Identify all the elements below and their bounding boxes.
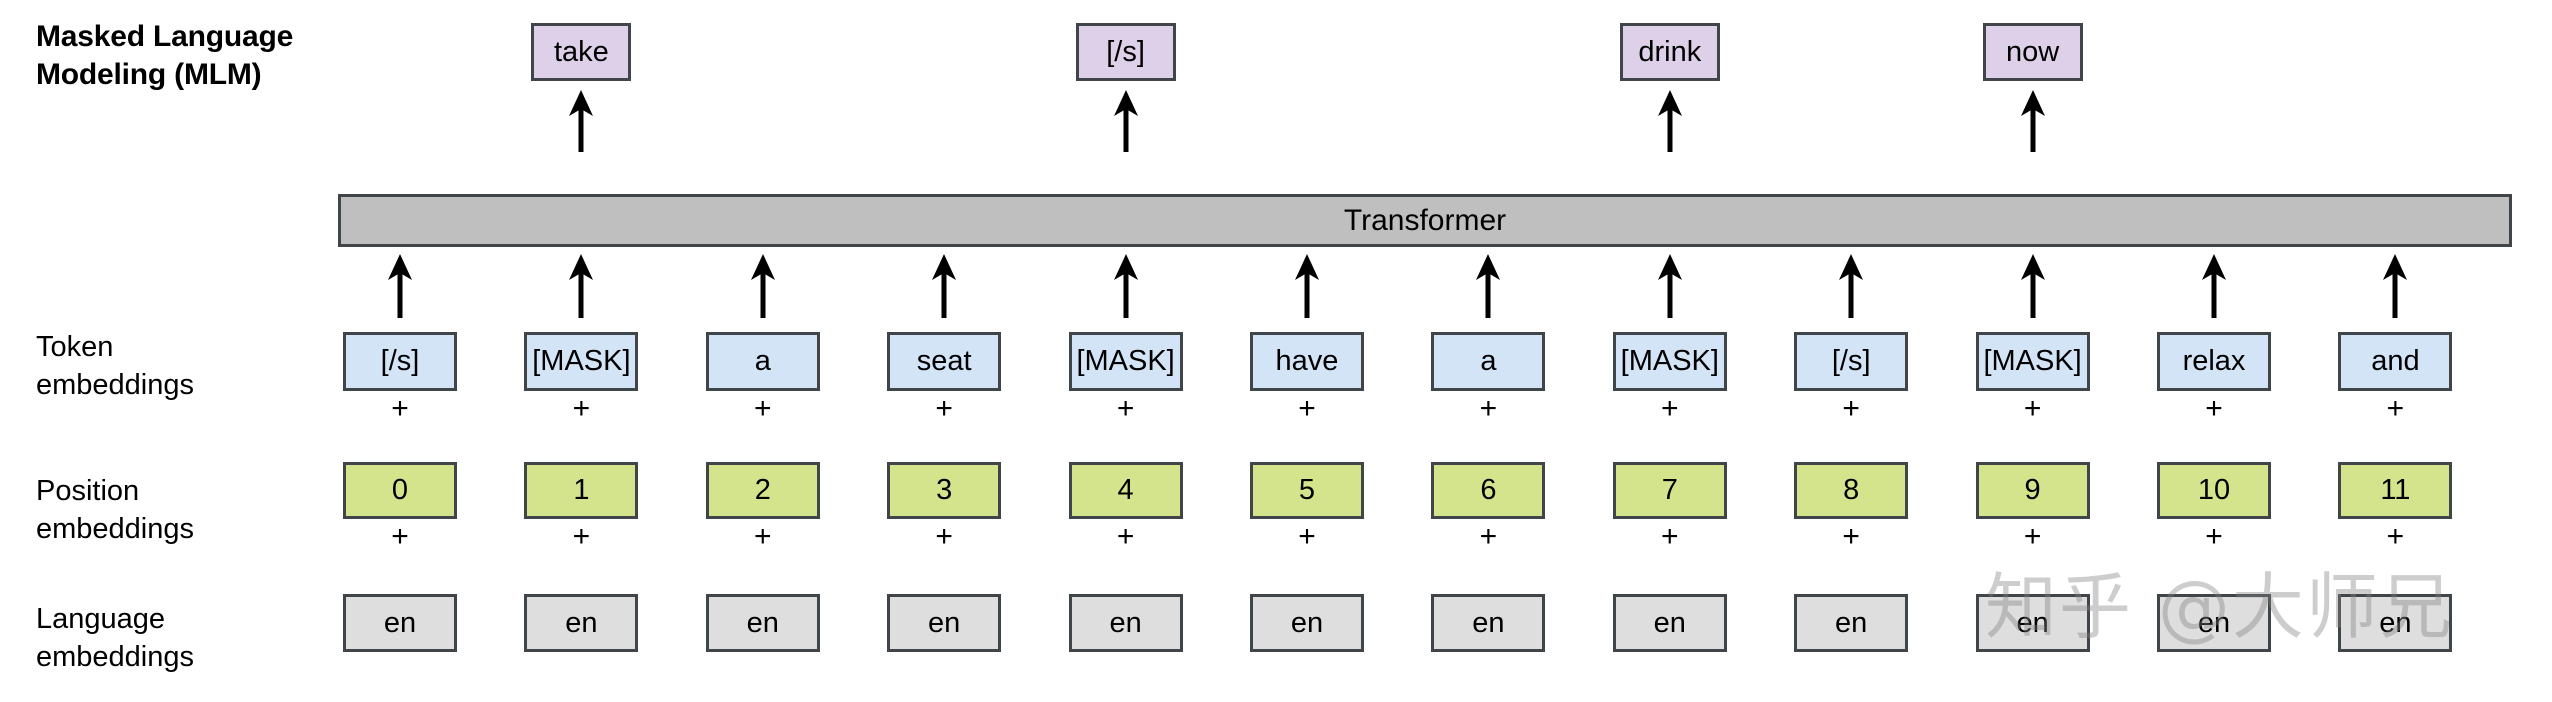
plus-position-language-9: + [2023, 520, 2042, 553]
position-embedding-box-2: 2 [705, 462, 820, 519]
token-embedding-box-3: seat [887, 332, 1002, 391]
plus-token-position-3: + [935, 392, 953, 425]
token-embedding-box-0: [/s] [343, 332, 457, 391]
output-box-1: take [531, 23, 632, 81]
token-embedding-box-9: [MASK] [1975, 332, 2090, 391]
row-label-token-embeddings: Token embeddings [36, 329, 336, 404]
row-label-position-line1: Position [36, 475, 140, 507]
plus-token-position-8: + [1842, 392, 1860, 425]
position-embedding-box-0: 0 [343, 462, 457, 519]
arrow-token-to-transformer-7 [1657, 254, 1683, 318]
position-embedding-box-10: 10 [2157, 462, 2271, 519]
plus-token-position-6: + [1479, 392, 1498, 425]
token-embedding-box-5: have [1250, 332, 1364, 391]
plus-token-position-4: + [1116, 392, 1135, 425]
plus-token-position-2: + [754, 392, 772, 425]
arrow-token-to-transformer-11 [2382, 254, 2408, 318]
arrow-transformer-to-output-7 [1657, 90, 1683, 152]
language-embedding-box-1: en [524, 594, 639, 652]
output-box-7: drink [1619, 23, 1720, 81]
token-embedding-box-4: [MASK] [1068, 332, 1183, 391]
arrow-transformer-to-output-9 [2020, 90, 2046, 152]
plus-token-position-9: + [2023, 392, 2042, 425]
row-label-language-line2: embeddings [36, 640, 194, 673]
plus-position-language-4: + [1116, 520, 1135, 553]
language-embedding-box-8: en [1794, 594, 1909, 652]
page-title: Masked Language Modeling (MLM) [36, 20, 294, 92]
row-label-position-embeddings: Position embeddings [36, 473, 336, 548]
arrow-token-to-transformer-6 [1475, 254, 1501, 318]
position-embedding-box-5: 5 [1250, 462, 1364, 519]
position-embedding-box-4: 4 [1068, 462, 1183, 519]
language-embedding-box-9: en [1975, 594, 2090, 652]
position-embedding-box-8: 8 [1794, 462, 1909, 519]
token-embedding-box-10: relax [2157, 332, 2271, 391]
arrow-transformer-to-output-4 [1113, 90, 1139, 152]
plus-position-language-11: + [2386, 520, 2405, 553]
token-embedding-box-7: [MASK] [1612, 332, 1727, 391]
plus-position-language-7: + [1661, 520, 1679, 553]
arrow-token-to-transformer-1 [568, 254, 594, 318]
output-box-9: now [1982, 23, 2083, 81]
arrow-token-to-transformer-5 [1294, 254, 1320, 318]
plus-token-position-1: + [572, 392, 591, 425]
plus-token-position-5: + [1298, 392, 1316, 425]
row-label-token-line2: embeddings [36, 368, 194, 401]
plus-position-language-6: + [1479, 520, 1498, 553]
position-embedding-box-3: 3 [887, 462, 1002, 519]
plus-position-language-3: + [935, 520, 953, 553]
plus-token-position-11: + [2386, 392, 2405, 425]
language-embedding-box-6: en [1431, 594, 1546, 652]
plus-position-language-2: + [754, 520, 772, 553]
language-embedding-box-2: en [705, 594, 820, 652]
arrow-token-to-transformer-3 [931, 254, 957, 318]
plus-position-language-5: + [1298, 520, 1316, 553]
arrow-token-to-transformer-8 [1838, 254, 1864, 318]
position-embedding-box-7: 7 [1612, 462, 1727, 519]
arrow-transformer-to-output-1 [568, 90, 594, 152]
row-label-token-line1: Token [36, 331, 114, 363]
transformer-bar: Transformer [338, 194, 2512, 247]
language-embedding-box-3: en [887, 594, 1002, 652]
arrow-token-to-transformer-10 [2201, 254, 2227, 318]
row-label-language-line1: Language [36, 603, 166, 635]
arrow-token-to-transformer-0 [387, 254, 413, 318]
plus-token-position-10: + [2205, 392, 2223, 425]
position-embedding-box-11: 11 [2338, 462, 2453, 519]
token-embedding-box-2: a [705, 332, 820, 391]
token-embedding-box-6: a [1431, 332, 1546, 391]
output-box-4: [/s] [1075, 23, 1176, 81]
plus-token-position-7: + [1661, 392, 1679, 425]
plus-position-language-1: + [572, 520, 591, 553]
plus-position-language-8: + [1842, 520, 1860, 553]
language-embedding-box-4: en [1068, 594, 1183, 652]
token-embedding-box-11: and [2338, 332, 2453, 391]
token-embedding-box-8: [/s] [1794, 332, 1909, 391]
language-embedding-box-5: en [1250, 594, 1364, 652]
language-embedding-box-10: en [2157, 594, 2271, 652]
arrow-token-to-transformer-4 [1113, 254, 1139, 318]
position-embedding-box-6: 6 [1431, 462, 1546, 519]
transformer-label: Transformer [1343, 203, 1507, 237]
row-label-language-embeddings: Language embeddings [36, 601, 336, 676]
plus-token-position-0: + [391, 392, 409, 425]
token-embedding-box-1: [MASK] [524, 332, 639, 391]
arrow-token-to-transformer-9 [2020, 254, 2046, 318]
plus-position-language-0: + [391, 520, 409, 553]
position-embedding-box-1: 1 [524, 462, 639, 519]
language-embedding-box-11: en [2338, 594, 2453, 652]
language-embedding-box-7: en [1612, 594, 1727, 652]
position-embedding-box-9: 9 [1975, 462, 2090, 519]
arrow-token-to-transformer-2 [750, 254, 776, 318]
language-embedding-box-0: en [343, 594, 457, 652]
row-label-position-line2: embeddings [36, 512, 194, 545]
plus-position-language-10: + [2205, 520, 2223, 553]
